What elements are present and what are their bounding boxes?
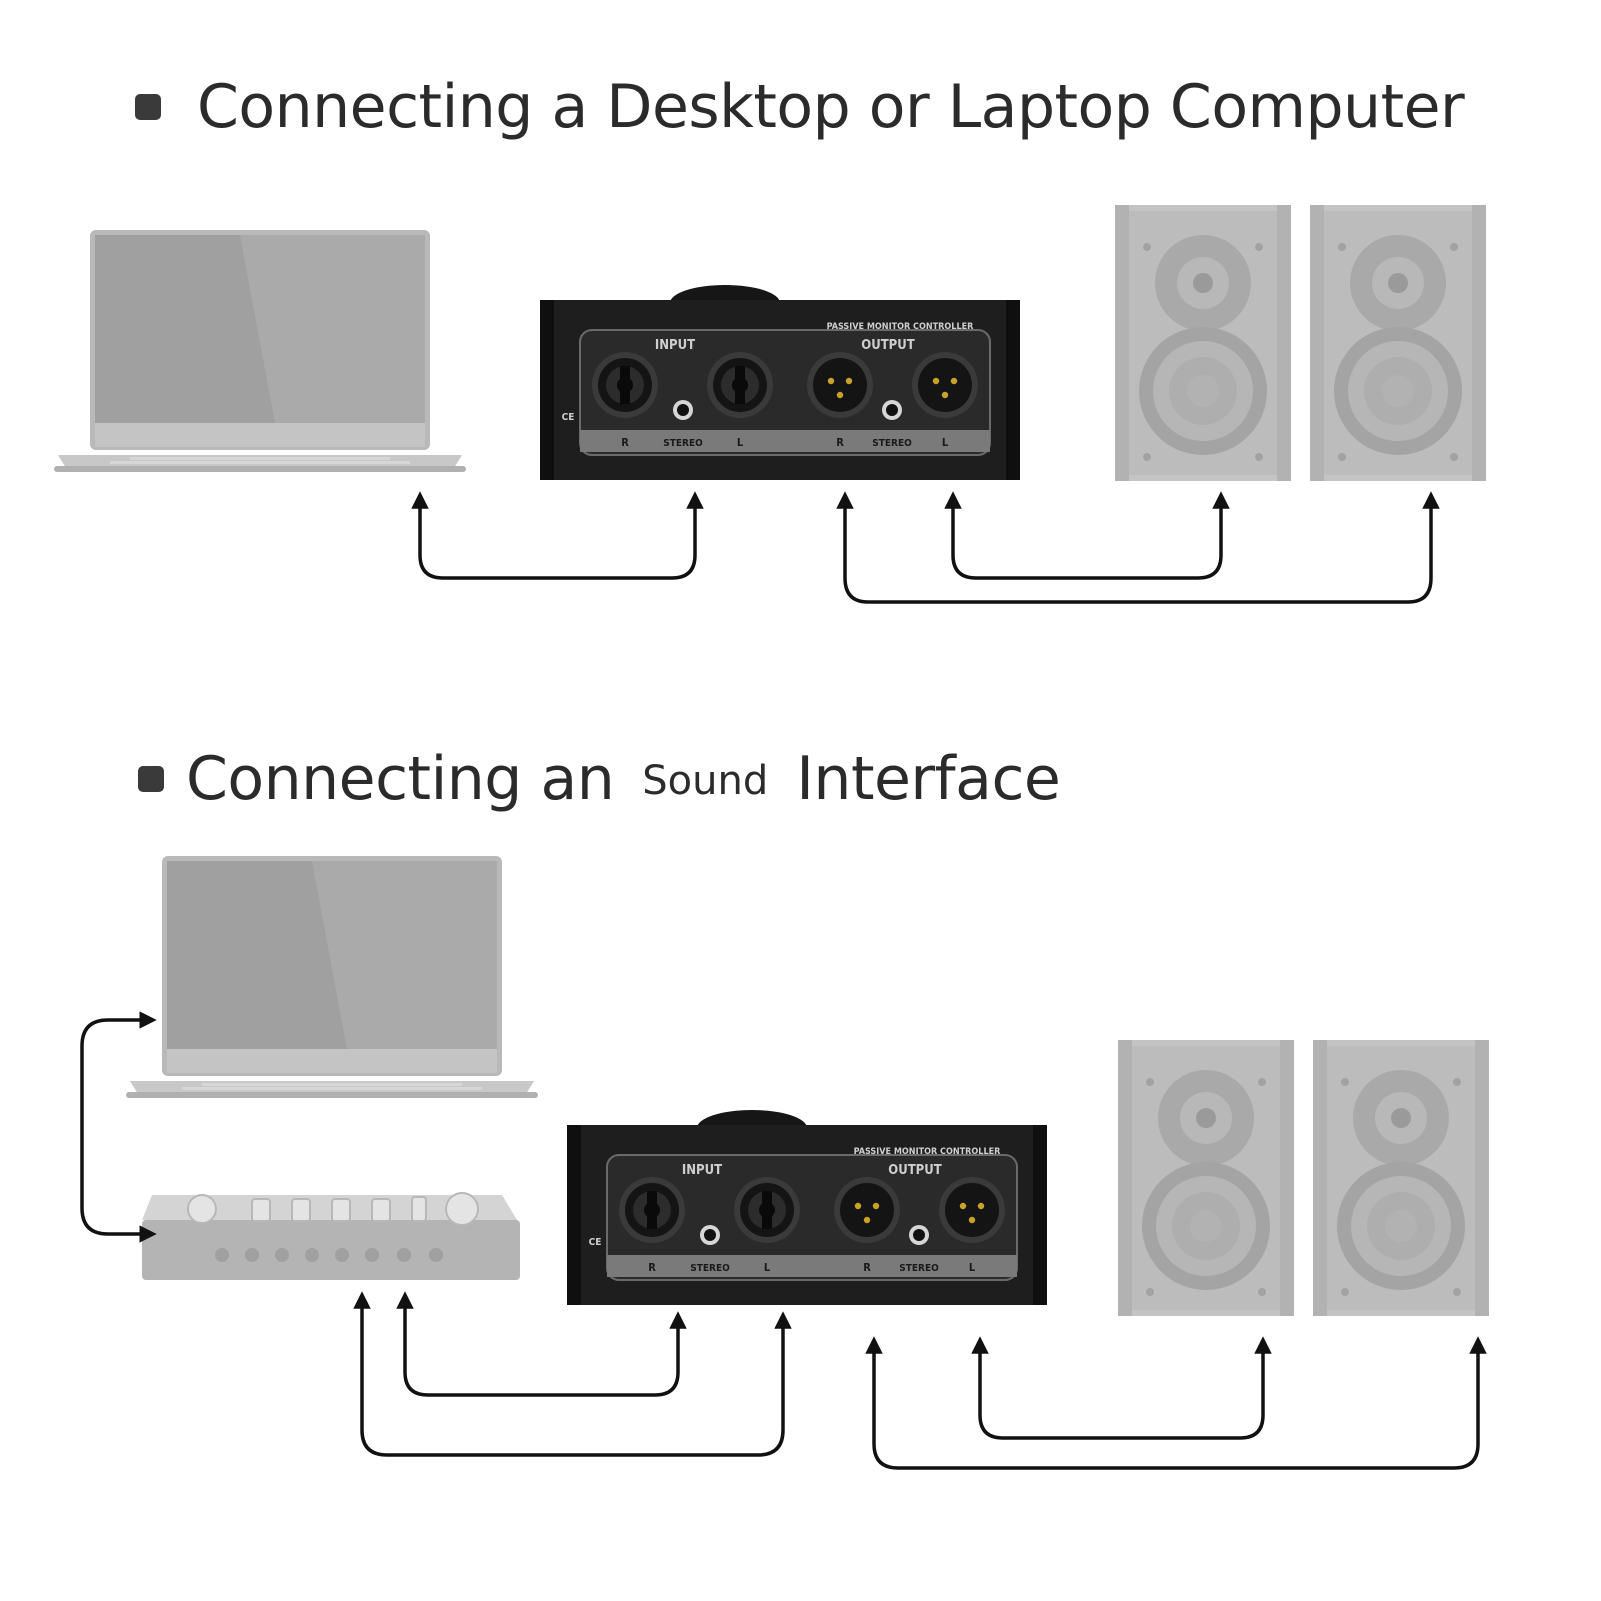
laptop-image: [126, 856, 538, 1098]
speaker-right-image: [1313, 1040, 1489, 1316]
output-stereo-label: STEREO: [872, 438, 912, 449]
bullet-icon: [135, 94, 161, 120]
input-stereo-label: STEREO: [663, 438, 703, 449]
section-1-title: Connecting a Desktop or Laptop Computer: [135, 72, 1465, 142]
output-l-label: L: [942, 436, 949, 449]
ce-mark: CE: [589, 1237, 602, 1248]
laptop-to-input-arrow: [411, 491, 704, 580]
speaker-right-image: [1310, 205, 1486, 481]
laptop-to-interface-arrow: [80, 1011, 157, 1243]
output-stereo-label: STEREO: [899, 1263, 939, 1274]
interface-to-input-l-arrow: [353, 1291, 792, 1457]
controller-output-label: OUTPUT: [861, 338, 914, 353]
section-2-title-part-3: Interface: [796, 744, 1061, 814]
controller-brand-label: PASSIVE MONITOR CONTROLLER: [854, 1147, 1002, 1157]
interface-to-input-r-arrow: [396, 1291, 687, 1397]
connection-arrows-1: [411, 491, 1440, 604]
sound-interface-image: [142, 1192, 520, 1280]
laptop-image: [54, 230, 466, 472]
monitor-controller-image: INPUT OUTPUT PASSIVE MONITOR CONTROLLER …: [567, 1110, 1047, 1305]
output-r-to-speaker-arrow: [836, 491, 1440, 604]
input-r-label: R: [621, 436, 629, 449]
controller-output-label: OUTPUT: [888, 1163, 941, 1178]
output-r-to-speaker-arrow: [865, 1336, 1487, 1470]
controller-brand-label: PASSIVE MONITOR CONTROLLER: [827, 322, 975, 332]
monitor-controller-image: INPUT OUTPUT PASSIVE MONITOR CONTROLLER …: [540, 285, 1020, 480]
speaker-left-image: [1118, 1040, 1294, 1316]
output-l-to-speaker-arrow: [944, 491, 1230, 580]
ce-mark: CE: [562, 412, 575, 423]
controller-input-label: INPUT: [682, 1163, 722, 1178]
input-r-label: R: [648, 1261, 656, 1274]
output-l-to-speaker-arrow: [971, 1336, 1272, 1440]
input-l-label: L: [764, 1261, 771, 1274]
section-1-title-text: Connecting a Desktop or Laptop Computer: [197, 72, 1465, 142]
input-l-label: L: [737, 436, 744, 449]
section-2-title-part-2: Sound: [642, 758, 769, 804]
controller-input-label: INPUT: [655, 338, 695, 353]
section-2-title: Connecting an Sound Interface: [138, 744, 1061, 814]
section-2-title-part-1: Connecting an: [186, 744, 615, 814]
connection-arrows-2: [80, 1011, 1487, 1470]
output-r-label: R: [863, 1261, 871, 1274]
input-stereo-label: STEREO: [690, 1263, 730, 1274]
output-r-label: R: [836, 436, 844, 449]
output-l-label: L: [969, 1261, 976, 1274]
bullet-icon: [138, 766, 164, 792]
speaker-left-image: [1115, 205, 1291, 481]
